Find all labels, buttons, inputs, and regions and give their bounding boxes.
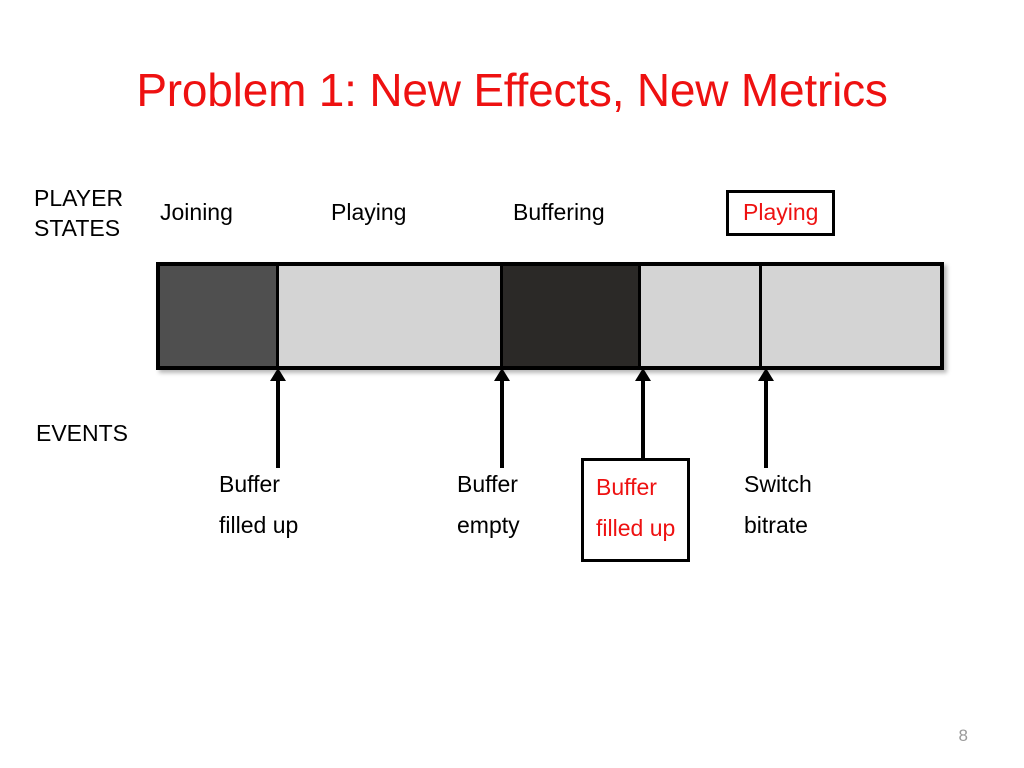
event-arrow-buffer-filled-up-2 [635, 368, 651, 462]
page-number: 8 [958, 726, 968, 745]
timeline-segment-buffering [503, 266, 642, 366]
event-arrow-buffer-empty [494, 368, 510, 468]
event-arrow-switch-bitrate [758, 368, 774, 468]
player-states-row-label: PLAYER STATES [34, 185, 124, 241]
timeline-segment-joining [160, 266, 279, 366]
event-label-switch-bitrate: Switch bitrate [744, 471, 812, 538]
state-label-buffering: Buffering [513, 199, 605, 225]
event-arrow-buffer-filled-up-1 [270, 368, 286, 468]
state-label-playing-highlighted: Playing [726, 190, 836, 236]
timeline-segment-playing-3 [762, 266, 940, 366]
event-label-buffer-filled-up-1: Buffer filled up [219, 471, 299, 538]
arrowhead-icon [494, 368, 510, 381]
event-label-buffer-filled-up-highlighted: Buffer filled up [581, 458, 691, 562]
events-row-label: EVENTS [36, 420, 129, 446]
page-title: Problem 1: New Effects, New Metrics [136, 64, 888, 116]
arrowhead-icon [635, 368, 651, 381]
state-label-joining: Joining [160, 199, 233, 225]
timeline-segment-playing-1 [278, 266, 504, 366]
timeline-segment-playing-2 [641, 266, 763, 366]
arrowhead-icon [270, 368, 286, 381]
arrowhead-icon [758, 368, 774, 381]
event-label-buffer-empty: Buffer empty [457, 471, 520, 538]
player-state-timeline [156, 262, 944, 370]
state-label-playing-1: Playing [331, 199, 407, 225]
